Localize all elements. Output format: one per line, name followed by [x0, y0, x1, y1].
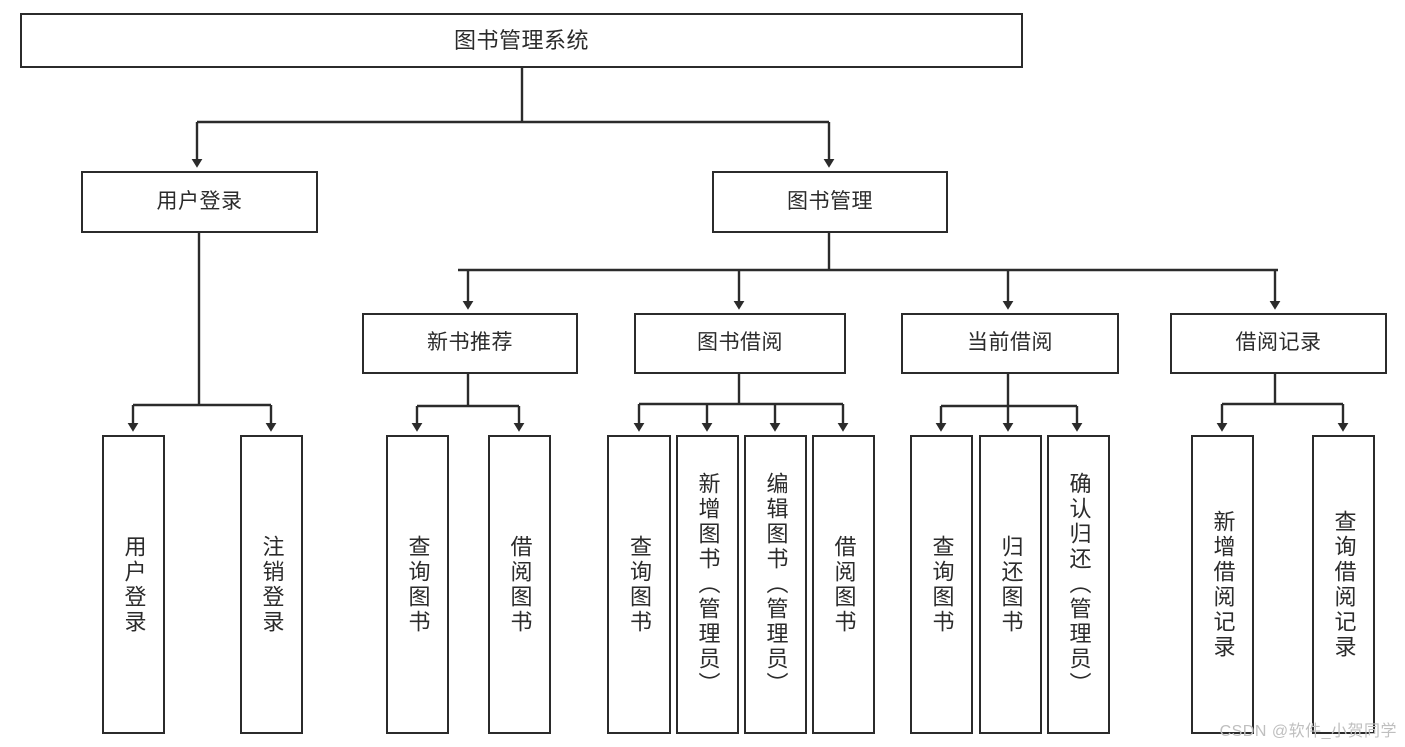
node-root-book-management-system[interactable]: 图书管理系统 — [20, 13, 1023, 68]
leaf-current-borrow-query-books[interactable]: 查询图书 — [910, 435, 973, 734]
node-label: 新增借阅记录 — [1210, 509, 1236, 660]
leaf-borrow-record-query-record[interactable]: 查询借阅记录 — [1312, 435, 1375, 734]
node-label: 图书管理 — [787, 189, 873, 213]
node-label: 编辑图书（管理员） — [763, 472, 789, 697]
node-book-management[interactable]: 图书管理 — [712, 171, 948, 233]
leaf-book-borrow-edit-book-admin[interactable]: 编辑图书（管理员） — [744, 435, 807, 734]
node-borrow-record[interactable]: 借阅记录 — [1170, 313, 1387, 374]
node-label: 确认归还（管理员） — [1066, 472, 1092, 697]
node-user-login[interactable]: 用户登录 — [81, 171, 318, 233]
node-label: 图书管理系统 — [453, 27, 589, 53]
node-new-book-recommend[interactable]: 新书推荐 — [362, 313, 578, 374]
leaf-borrow-record-add-record[interactable]: 新增借阅记录 — [1191, 435, 1254, 734]
leaf-new-book-borrow-books[interactable]: 借阅图书 — [488, 435, 551, 734]
node-label: 图书借阅 — [697, 331, 783, 355]
node-label: 借阅图书 — [507, 534, 533, 635]
node-label: 查询借阅记录 — [1331, 509, 1357, 660]
leaf-book-borrow-add-book-admin[interactable]: 新增图书（管理员） — [676, 435, 739, 734]
node-label: 归还图书 — [998, 534, 1024, 635]
node-label: 注销登录 — [259, 534, 285, 635]
node-label: 查询图书 — [405, 534, 431, 635]
node-label: 用户登录 — [156, 189, 243, 213]
leaf-book-borrow-query-books[interactable]: 查询图书 — [607, 435, 671, 734]
leaf-book-borrow-borrow-books[interactable]: 借阅图书 — [812, 435, 875, 734]
leaf-user-login-login[interactable]: 用户登录 — [102, 435, 165, 734]
node-label: 查询图书 — [627, 534, 652, 635]
node-label: 用户登录 — [121, 534, 147, 635]
node-label: 新增图书（管理员） — [695, 472, 721, 697]
leaf-current-borrow-confirm-return-admin[interactable]: 确认归还（管理员） — [1047, 435, 1110, 734]
csdn-watermark: CSDN @软件_小贺同学 — [1219, 723, 1397, 740]
node-label: 查询图书 — [929, 534, 955, 635]
leaf-user-login-logout[interactable]: 注销登录 — [240, 435, 303, 734]
node-book-borrow[interactable]: 图书借阅 — [634, 313, 846, 374]
node-current-borrow[interactable]: 当前借阅 — [901, 313, 1119, 374]
node-label: 当前借阅 — [967, 331, 1053, 355]
node-label: 借阅图书 — [831, 534, 857, 635]
node-label: 借阅记录 — [1235, 331, 1322, 355]
node-label: 新书推荐 — [427, 331, 513, 355]
leaf-new-book-query-books[interactable]: 查询图书 — [386, 435, 449, 734]
leaf-current-borrow-return-books[interactable]: 归还图书 — [979, 435, 1042, 734]
